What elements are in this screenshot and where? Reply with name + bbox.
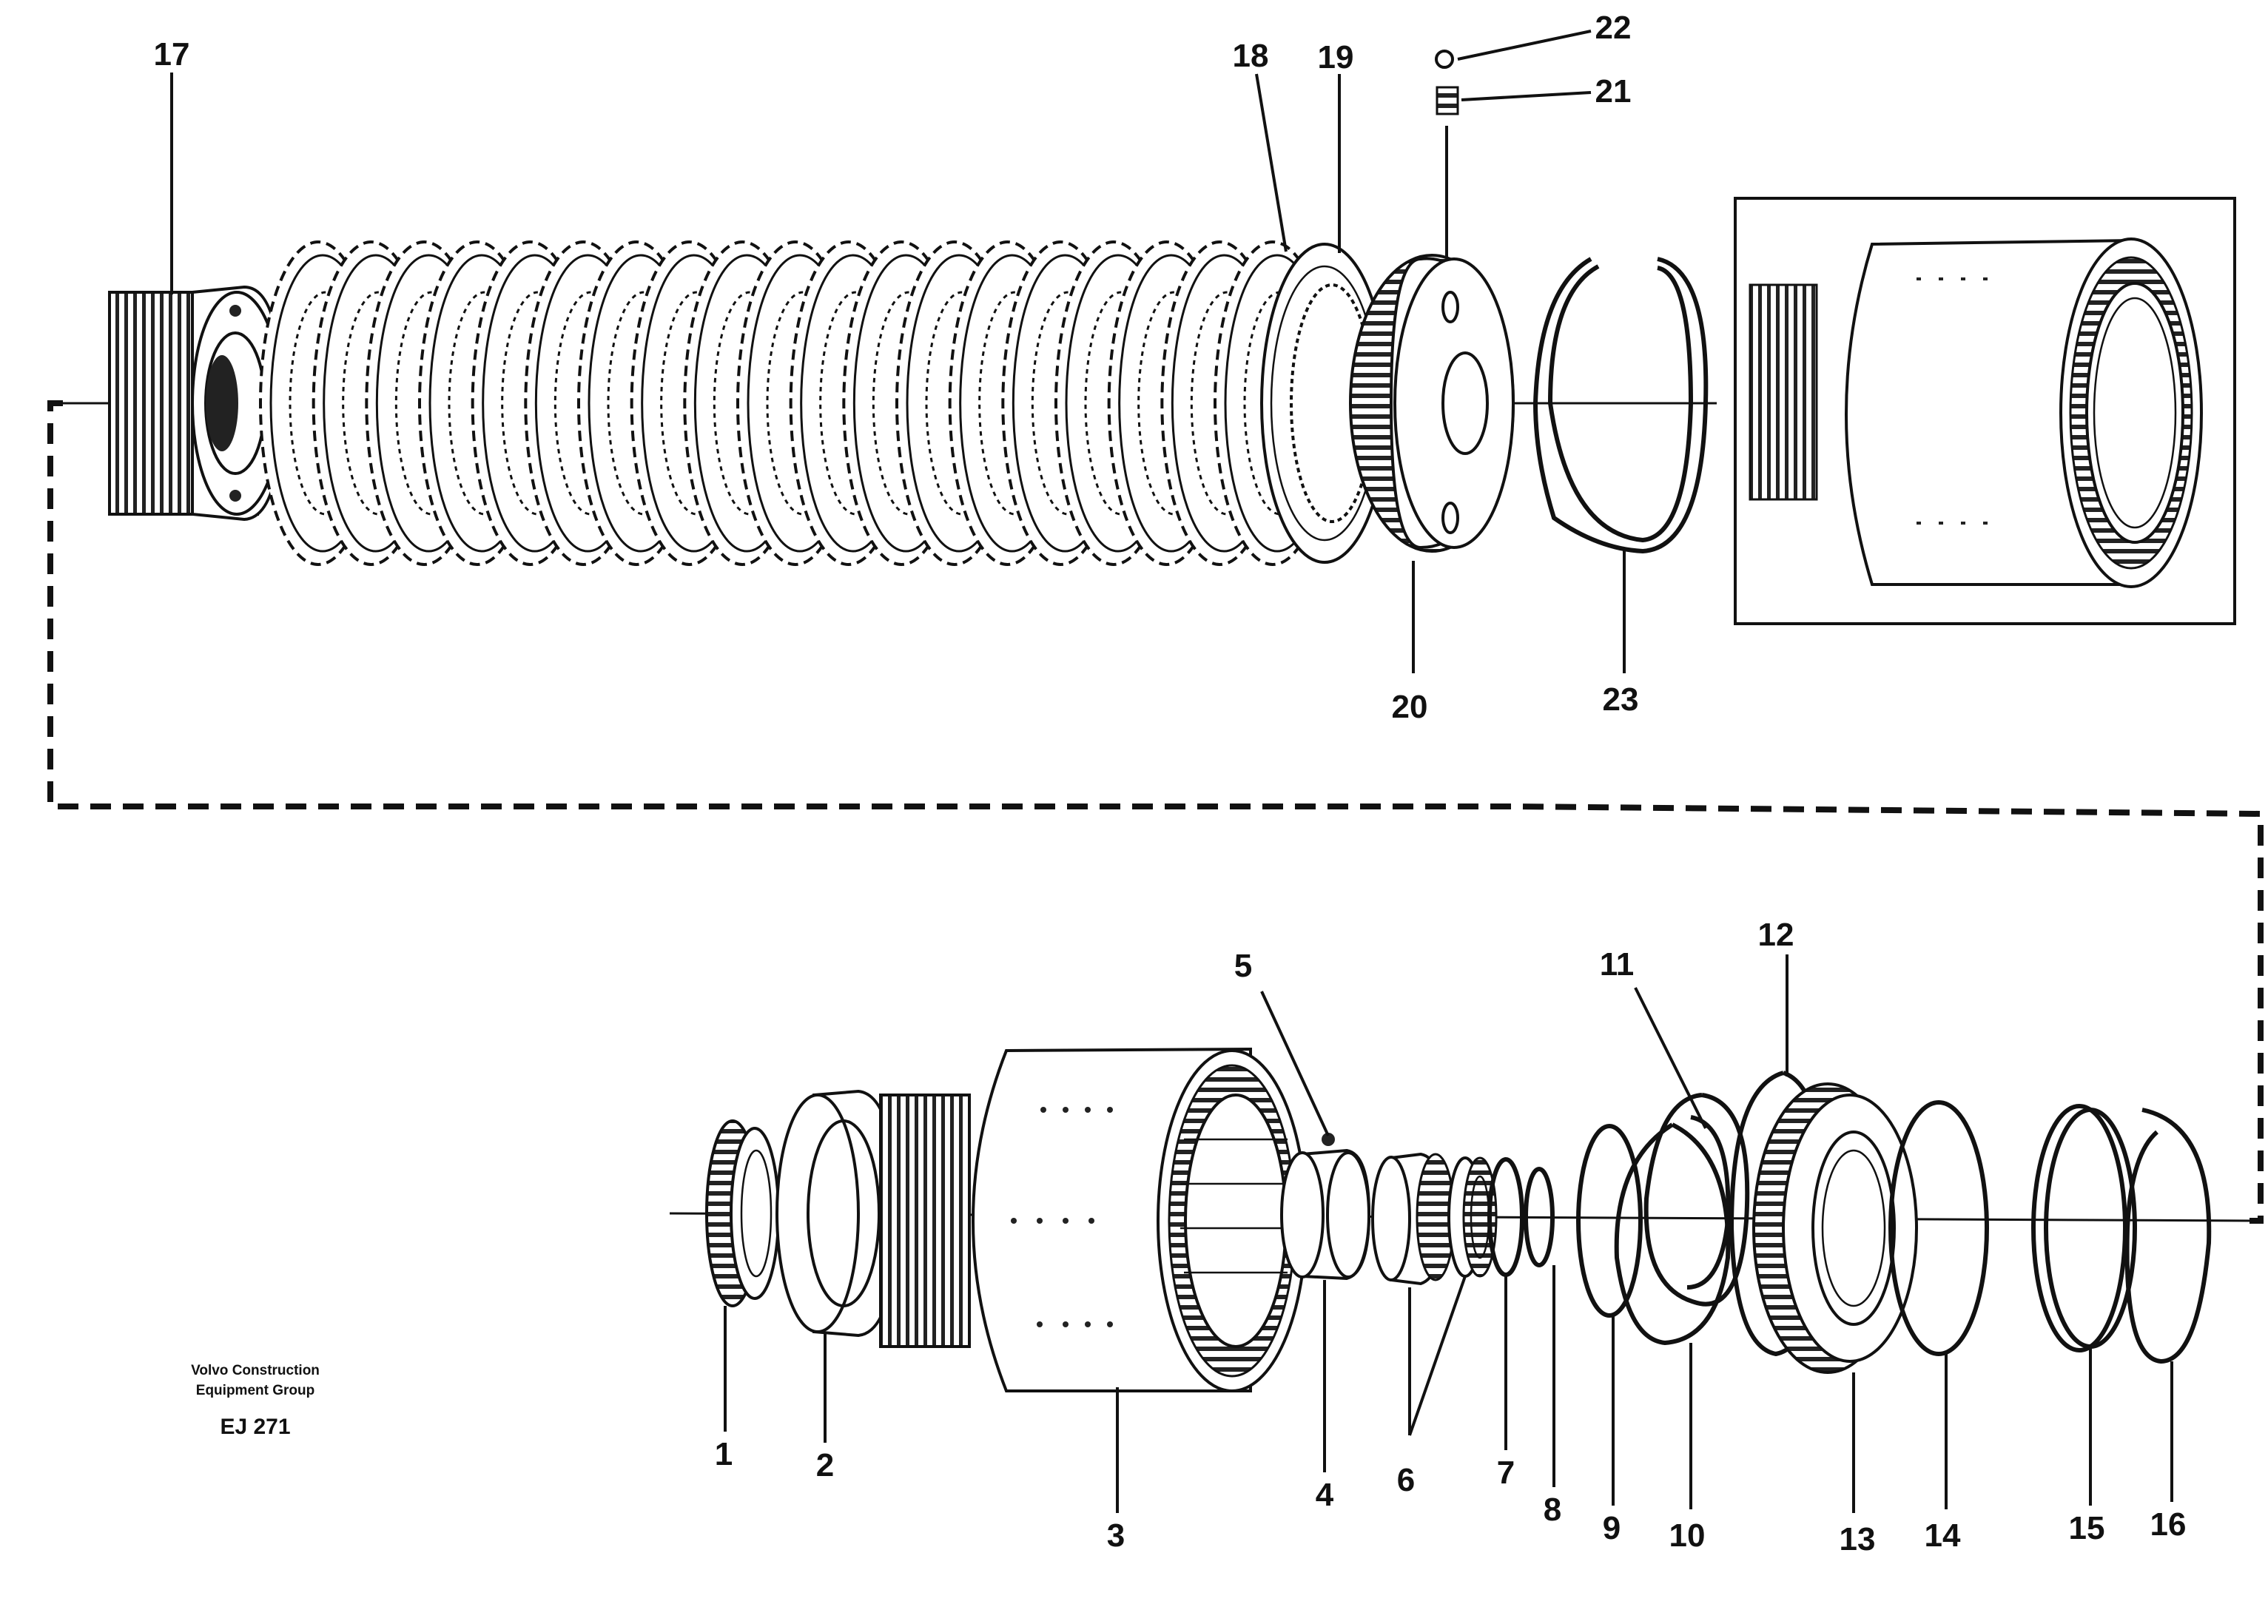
label-22: 22 xyxy=(1595,10,1632,46)
label-21: 21 xyxy=(1595,73,1632,109)
part-22-ball xyxy=(1435,50,1454,69)
part-17-splined-hub xyxy=(108,285,283,522)
label-2: 2 xyxy=(816,1447,834,1483)
part-21-plug xyxy=(1436,86,1459,257)
part-6-bearings xyxy=(1371,1152,1498,1286)
label-4: 4 xyxy=(1316,1477,1334,1513)
part-3-clutch-drum xyxy=(879,1047,1308,1392)
label-18: 18 xyxy=(1233,38,1269,74)
part-10-piston-ring xyxy=(1614,1122,1731,1346)
part-4-sleeve xyxy=(1280,1148,1371,1281)
part-20-pressure-plate xyxy=(1349,254,1515,553)
label-6: 6 xyxy=(1397,1462,1415,1498)
label-10: 10 xyxy=(1669,1517,1706,1554)
label-15: 15 xyxy=(2069,1510,2105,1546)
part-11-spring-ring xyxy=(1643,1093,1750,1307)
label-12: 12 xyxy=(1758,917,1794,953)
label-8: 8 xyxy=(1544,1492,1561,1528)
figure-code: EJ 271 xyxy=(220,1415,290,1439)
label-5: 5 xyxy=(1234,948,1252,984)
part-23-snap-ring xyxy=(1532,257,1709,554)
leaders-top xyxy=(170,30,1626,673)
part-9-seal-ring xyxy=(1576,1124,1643,1318)
label-17: 17 xyxy=(154,36,190,73)
label-9: 9 xyxy=(1603,1510,1621,1546)
part-7-ring xyxy=(1487,1157,1524,1277)
label-20: 20 xyxy=(1392,689,1428,725)
part-16-snap-ring xyxy=(2124,1108,2212,1364)
label-16: 16 xyxy=(2150,1506,2187,1543)
label-19: 19 xyxy=(1318,39,1354,75)
label-13: 13 xyxy=(1840,1521,1876,1557)
part-2-bearing-cup xyxy=(775,1089,898,1338)
label-23: 23 xyxy=(1603,681,1639,718)
part-14-seal-ring xyxy=(1888,1100,1989,1356)
leaders-bottom xyxy=(724,954,2173,1513)
credit-line-2: Equipment Group xyxy=(196,1383,314,1398)
inset-drum-view xyxy=(1734,197,2236,625)
label-11: 11 xyxy=(1600,946,1635,983)
part-15-spring xyxy=(2031,1104,2137,1352)
credit-line-1: Volvo Construction xyxy=(191,1363,320,1378)
connector-dashed-line xyxy=(47,400,2264,1224)
label-7: 7 xyxy=(1497,1455,1515,1491)
part-8-snap-ring xyxy=(1524,1167,1555,1267)
label-3: 3 xyxy=(1107,1517,1125,1554)
part-13-piston xyxy=(1752,1082,1918,1374)
part-1-bearing-cone xyxy=(705,1119,780,1307)
label-14: 14 xyxy=(1925,1517,1961,1554)
label-1: 1 xyxy=(715,1436,733,1472)
part-5-ball xyxy=(1322,1133,1335,1146)
clutch-disc-pack xyxy=(259,240,1332,566)
